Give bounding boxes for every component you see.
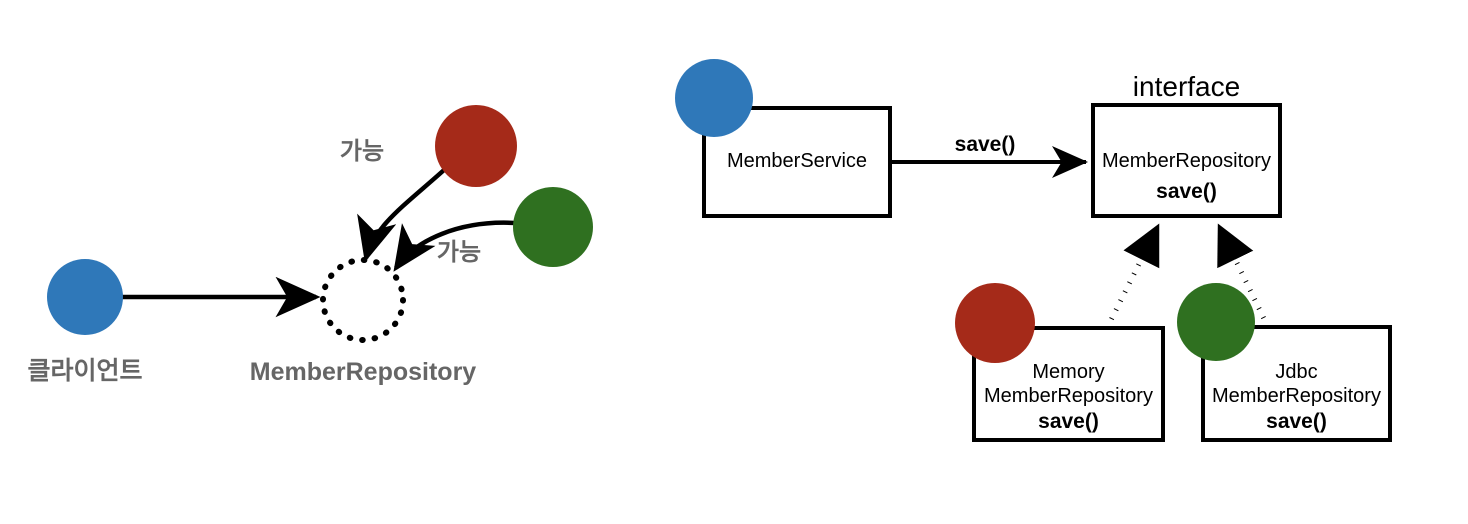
edge-memory-impl-dotted	[1104, 223, 1160, 330]
edge-jdbc-to-repository	[393, 220, 516, 272]
repository-interface-label: MemberRepository	[249, 358, 477, 386]
jdbc-member-repository-method: save()	[1266, 410, 1327, 433]
memory-repository-badge-circle	[955, 283, 1035, 363]
memory-member-repository-title-line2: MemberRepository	[984, 385, 1153, 407]
jdbc-impl-node-circle	[513, 187, 593, 267]
memory-impl-node-circle	[435, 105, 517, 187]
member-repository-method: save()	[1156, 180, 1217, 203]
member-service-badge-circle	[675, 59, 753, 137]
box-member-service	[702, 106, 892, 218]
edge-label-save-call: save()	[954, 133, 1016, 156]
jdbc-member-repository-title-line1: Jdbc	[1275, 361, 1318, 383]
memory-member-repository-method: save()	[1038, 410, 1099, 433]
client-node-label: 클라이언트	[27, 357, 143, 385]
box-member-repository	[1091, 103, 1282, 218]
member-repository-stereotype: interface	[1132, 71, 1241, 102]
left-panel-graph	[47, 105, 593, 343]
client-node-circle	[47, 259, 123, 335]
edge-label-memory-possible: 가능	[339, 138, 385, 165]
memory-member-repository-title-line1: Memory	[1032, 361, 1105, 383]
box-memory-member-repository	[972, 326, 1165, 442]
jdbc-repository-badge-circle	[1177, 283, 1255, 361]
member-service-title: MemberService	[726, 150, 868, 172]
member-repository-title: MemberRepository	[1102, 150, 1271, 172]
jdbc-member-repository-title-line2: MemberRepository	[1212, 385, 1381, 407]
right-panel-graph	[675, 59, 1392, 442]
edge-label-jdbc-possible: 가능	[436, 239, 482, 266]
repository-interface-circle	[320, 257, 406, 343]
edge-memory-to-repository	[357, 168, 446, 263]
